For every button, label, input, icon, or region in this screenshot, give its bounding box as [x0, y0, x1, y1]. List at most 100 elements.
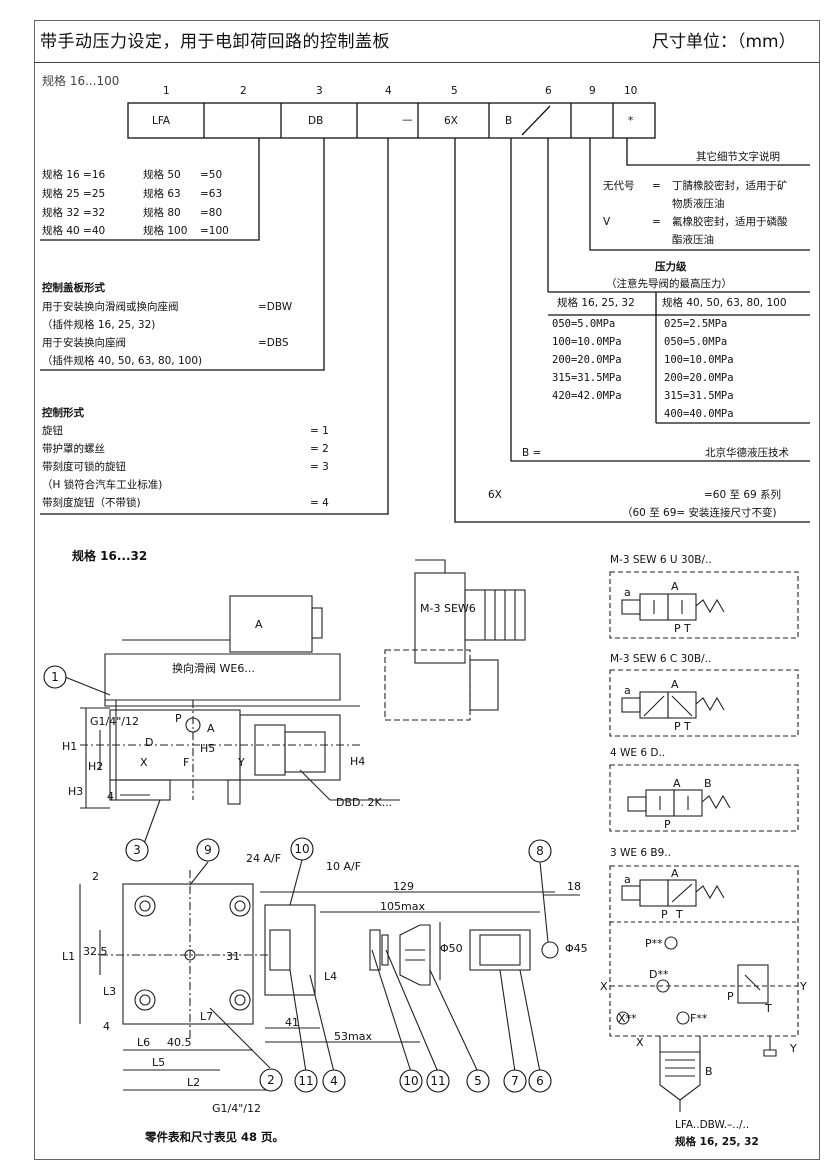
size-row: 规格 80 [143, 207, 181, 219]
dim-y: Y [237, 756, 245, 769]
dimension-unit: 尺寸单位：（mm） [652, 32, 796, 52]
seal-none-code: 无代号 [603, 180, 635, 192]
sixx-code: 6X [488, 489, 502, 501]
dim-32-5: 32.5 [83, 945, 108, 958]
balloon-2: 2 [267, 1073, 275, 1087]
dim-l4: L4 [324, 970, 337, 983]
dim-40-5: 40.5 [167, 1036, 192, 1049]
sym4-T: T [675, 908, 683, 921]
dim-thread-lower: G1/4"/12 [212, 1102, 261, 1115]
dim-f: F [183, 756, 189, 769]
balloon-4: 4 [330, 1074, 338, 1088]
dim-4: 4 [107, 790, 114, 803]
balloon-10b: 10 [403, 1074, 418, 1088]
dim-h5: H5 [200, 742, 215, 755]
b-code: B = [522, 447, 542, 459]
code-box-star: * [628, 115, 634, 127]
pressure-value: 100=10.0MPa [664, 354, 734, 366]
pressure-col1-head: 规格 16, 25, 32 [557, 297, 635, 309]
sym4-P2: P [727, 990, 734, 1003]
control-type-line: （H 锁符合汽车工业标准) [42, 479, 163, 491]
page-border [34, 20, 820, 1160]
sixx-text: =60 至 69 系列 [704, 489, 782, 501]
page-title: 带手动压力设定，用于电卸荷回路的控制盖板 [40, 32, 390, 52]
balloon-9: 9 [204, 843, 212, 857]
dim-18: 18 [567, 880, 581, 893]
size-row: 规格 100 [143, 225, 188, 237]
pressure-value: 315=31.5MPa [664, 390, 734, 402]
pressure-col2-head: 规格 40, 50, 63, 80, 100 [662, 297, 787, 309]
dim-129: 129 [393, 880, 414, 893]
symbol-label: 3 WE 6 B9.. [610, 847, 671, 859]
seal-v-text: 氟橡胶密封，适用于磷酸 [672, 216, 788, 228]
sym4-B: B [705, 1065, 713, 1078]
dim-phi50: Φ50 [440, 942, 463, 955]
dim-l1: L1 [62, 950, 75, 963]
size-row: 规格 32 =32 [42, 207, 106, 219]
dim-53max: 53max [334, 1030, 372, 1043]
balloon-5: 5 [474, 1074, 482, 1088]
dim-x: X [140, 756, 148, 769]
sym4-pss: P** [645, 937, 663, 950]
code-position: 5 [451, 85, 458, 97]
cover-type-code: =DBS [258, 337, 289, 349]
size-row: 规格 16 =16 [42, 169, 106, 181]
dim-2: 2 [92, 870, 99, 883]
code-position: 6 [545, 85, 552, 97]
balloon-3: 3 [133, 843, 141, 857]
code-box-dash: — [402, 114, 413, 126]
balloon-1: 1 [51, 670, 59, 684]
sym1-a: a [624, 586, 631, 599]
dim-h2: H2 [88, 760, 103, 773]
control-type-line: 带护罩的螺丝 [42, 443, 105, 455]
dim-thread: G1/4"/12 [90, 715, 139, 728]
dbd-label: DBD. 2K... [336, 796, 392, 809]
balloon-6: 6 [536, 1074, 544, 1088]
pressure-value: 420=42.0MPa [552, 390, 622, 402]
pressure-subtitle: （注意先导阀的最高压力） [606, 278, 732, 290]
pressure-value: 200=20.0MPa [552, 354, 622, 366]
sym2-a: a [624, 684, 631, 697]
sym4-dss: D** [649, 968, 669, 981]
dim-31: 31 [226, 950, 240, 963]
seal-v-eq: = [652, 216, 661, 228]
size-row: =50 [200, 169, 223, 181]
balloon-11b: 11 [430, 1074, 445, 1088]
code-box-db: DB [308, 115, 324, 127]
cover-type-code: =DBW [258, 301, 293, 313]
control-type-code: = 2 [310, 443, 329, 455]
sym4-Y: Y [799, 980, 807, 993]
code-position: 10 [624, 85, 638, 97]
dim-h4: H4 [350, 755, 365, 768]
size-row: =100 [200, 225, 229, 237]
dim-l6: L6 [137, 1036, 150, 1049]
cover-type-line: 用于安装换向座阀 [42, 337, 126, 349]
sym1-T: T [683, 622, 691, 635]
sym4-A: A [671, 867, 679, 880]
control-type-line: 带刻度可锁的旋钮 [42, 461, 126, 473]
size-row: 规格 63 [143, 188, 181, 200]
seal-none-eq: = [652, 180, 661, 192]
sym3-B: B [704, 777, 712, 790]
valve-label: 换向滑阀 WE6... [172, 661, 255, 675]
pressure-value: 315=31.5MPa [552, 372, 622, 384]
control-type-code: = 1 [310, 425, 329, 437]
cover-type-line: 用于安装换向滑阀或换向座阀 [42, 301, 179, 313]
balloon-11: 11 [298, 1074, 313, 1088]
symbol-bottom-code: LFA..DBW.–../.. [675, 1119, 750, 1131]
balloon-7: 7 [511, 1074, 519, 1088]
dim-h3: H3 [68, 785, 83, 798]
cover-type-line: （插件规格 16, 25, 32) [42, 319, 156, 331]
dim-d: D [145, 736, 153, 749]
dim-41: 41 [285, 1016, 299, 1029]
control-type-line: 旋钮 [42, 425, 63, 437]
pressure-value: 400=40.0MPa [664, 408, 734, 420]
footer-note: 零件表和尺寸表见 48 页。 [145, 1130, 285, 1144]
dim-l3: L3 [103, 985, 116, 998]
sym4-P: P [661, 908, 668, 921]
seal-none-text: 丁腈橡胶密封，适用于矿 [672, 180, 788, 192]
control-type-title: 控制形式 [42, 407, 84, 419]
control-type-line: 带刻度旋钮（不带锁) [42, 497, 141, 509]
